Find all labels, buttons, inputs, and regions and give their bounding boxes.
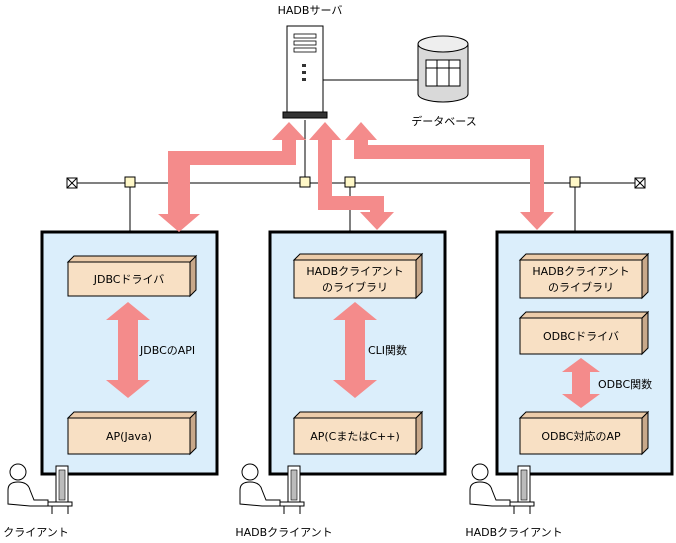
odbc-function-arrow xyxy=(562,358,600,408)
hadb-client-library-label-line2: のライブラリ xyxy=(548,280,614,294)
connector-icon xyxy=(569,176,581,188)
connector-icon xyxy=(124,176,136,188)
user-workstation-icon xyxy=(239,463,305,514)
connection-arrow-3 xyxy=(345,122,554,230)
hadb-client-library-box: HADBクライアント のライブラリ xyxy=(292,252,424,300)
user-workstation-icon xyxy=(7,463,73,514)
client-label-2: HADBクライアント xyxy=(235,526,332,539)
jdbc-api-arrow xyxy=(106,302,150,398)
database-label: データベース xyxy=(411,114,476,128)
cli-function-arrow xyxy=(333,302,377,398)
client-label-3: HADBクライアント xyxy=(465,526,562,539)
ap-java-box: AP(Java) xyxy=(66,410,198,456)
cli-function-label: CLI関数 xyxy=(368,344,407,357)
hadb-client-library-box-3: HADBクライアント のライブラリ xyxy=(518,252,650,300)
jdbc-api-label: JDBCのAPI xyxy=(139,344,195,357)
odbc-function-label: ODBC関数 xyxy=(598,378,652,391)
odbc-driver-label: ODBCドライバ xyxy=(543,330,619,343)
server-label: HADBサーバ xyxy=(278,4,343,17)
odbc-ap-label: ODBC対応のAP xyxy=(541,429,621,443)
odbc-driver-box: ODBCドライバ xyxy=(518,310,650,356)
hadb-client-library-label-line2: のライブラリ xyxy=(322,280,388,294)
connector-icon xyxy=(299,176,311,188)
ap-java-label: AP(Java) xyxy=(106,430,152,443)
connector-icon xyxy=(344,176,356,188)
hadb-client-library-label-line1: HADBクライアント xyxy=(532,265,629,278)
connection-arrow-2 xyxy=(309,122,394,230)
client-label-1: クライアント xyxy=(3,526,69,539)
terminator-left-icon xyxy=(66,177,78,189)
network-line xyxy=(72,120,640,232)
user-workstation-icon xyxy=(469,463,535,514)
server-icon xyxy=(282,25,328,119)
connection-arrow-1 xyxy=(158,122,306,232)
hadb-client-library-label-line1: HADBクライアント xyxy=(306,265,403,278)
database-icon xyxy=(417,35,469,103)
ap-c-box: AP(CまたはC++) xyxy=(292,410,424,456)
odbc-ap-box: ODBC対応のAP xyxy=(518,410,650,456)
terminator-right-icon xyxy=(634,177,646,189)
ap-c-label: AP(CまたはC++) xyxy=(310,430,400,443)
jdbc-driver-label: JDBCドライバ xyxy=(93,273,165,286)
jdbc-driver-box: JDBCドライバ xyxy=(66,254,198,298)
